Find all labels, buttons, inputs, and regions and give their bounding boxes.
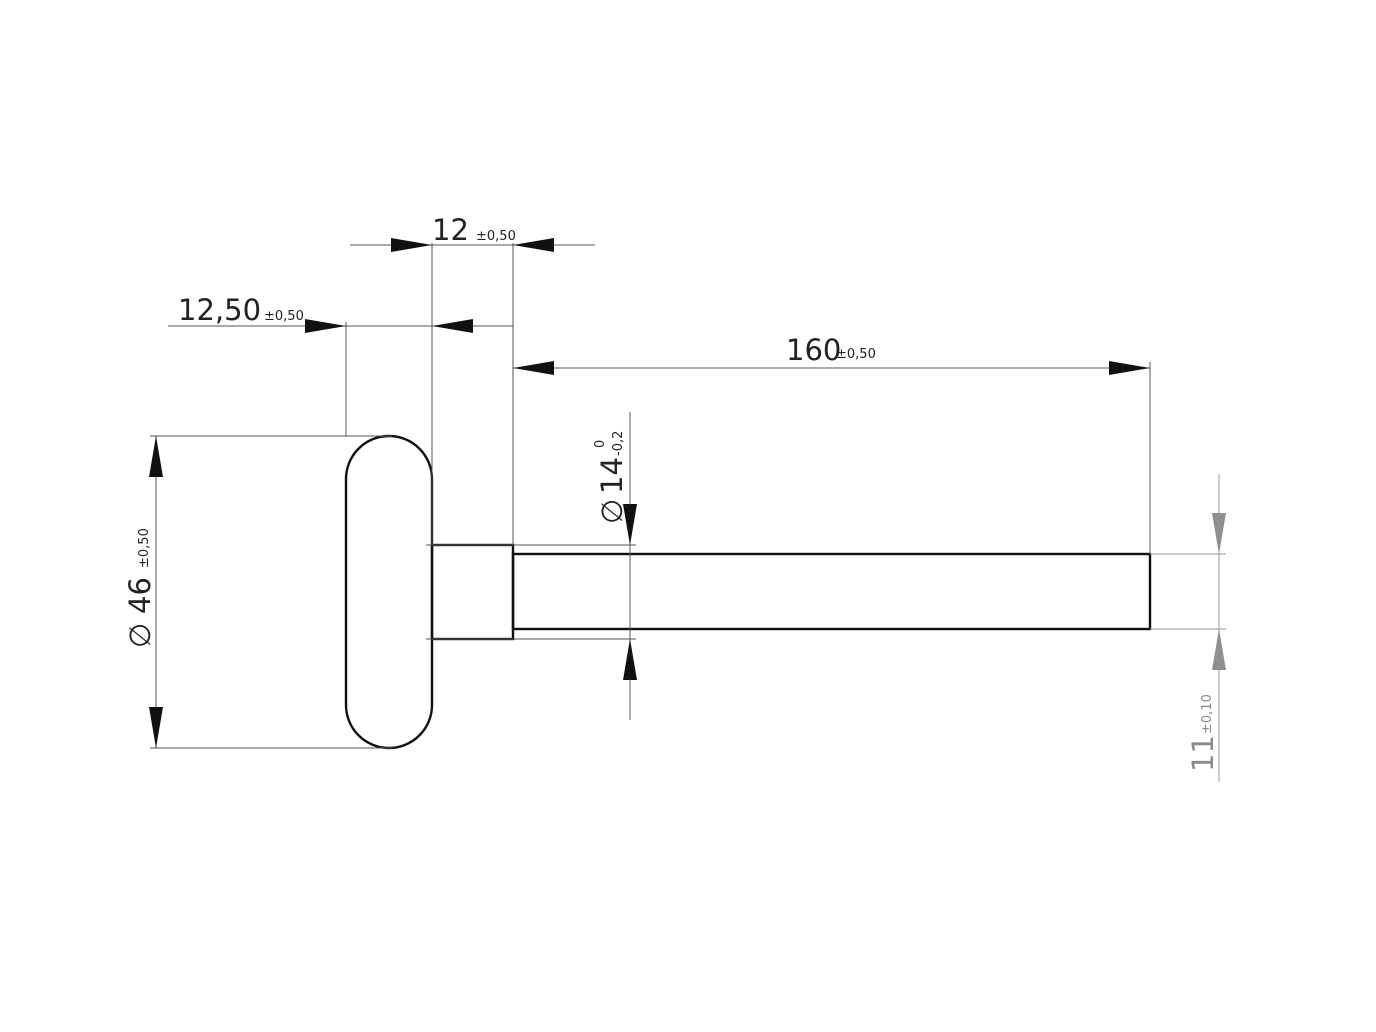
shaft-length-tolerance: ±0,50	[836, 347, 876, 362]
dimension-collar-diameter: ∅ 14 0 -0,2	[593, 412, 637, 720]
collar-diameter-symbol: ∅	[595, 499, 629, 524]
extension-lines	[150, 243, 1226, 749]
collar-diameter-value: 14	[595, 457, 629, 494]
dimension-collar-length: 12 ±0,50	[350, 213, 595, 252]
dimension-head-diameter: ∅ 46 ±0,50	[123, 436, 163, 748]
shaft	[511, 552, 1152, 631]
flange-thickness-tolerance: ±0,50	[264, 309, 304, 324]
collar-diameter-tolerance-lower: -0,2	[611, 431, 626, 456]
dimension-shaft-diameter: 11 ±0,10	[1186, 474, 1226, 782]
head-diameter-symbol: ∅	[123, 623, 157, 648]
collar-length-tolerance: ±0,50	[476, 229, 516, 244]
shaft-diameter-tolerance: ±0,10	[1200, 694, 1215, 734]
shaft-length-value: 160	[786, 333, 841, 367]
dimension-shaft-length: 160 ±0,50	[513, 333, 1150, 375]
head-diameter-value: 46	[123, 577, 157, 614]
collar	[430, 543, 515, 641]
head-diameter-tolerance: ±0,50	[137, 528, 152, 568]
flange-thickness-value: 12,50	[178, 293, 261, 327]
shaft-diameter-value: 11	[1186, 735, 1220, 772]
collar-diameter-tolerance-upper: 0	[593, 440, 608, 448]
dimension-flange-thickness: 12,50 ±0,50	[168, 293, 513, 333]
collar-length-value: 12	[432, 213, 469, 247]
head-flange	[344, 434, 434, 750]
part-outline	[344, 434, 1152, 750]
